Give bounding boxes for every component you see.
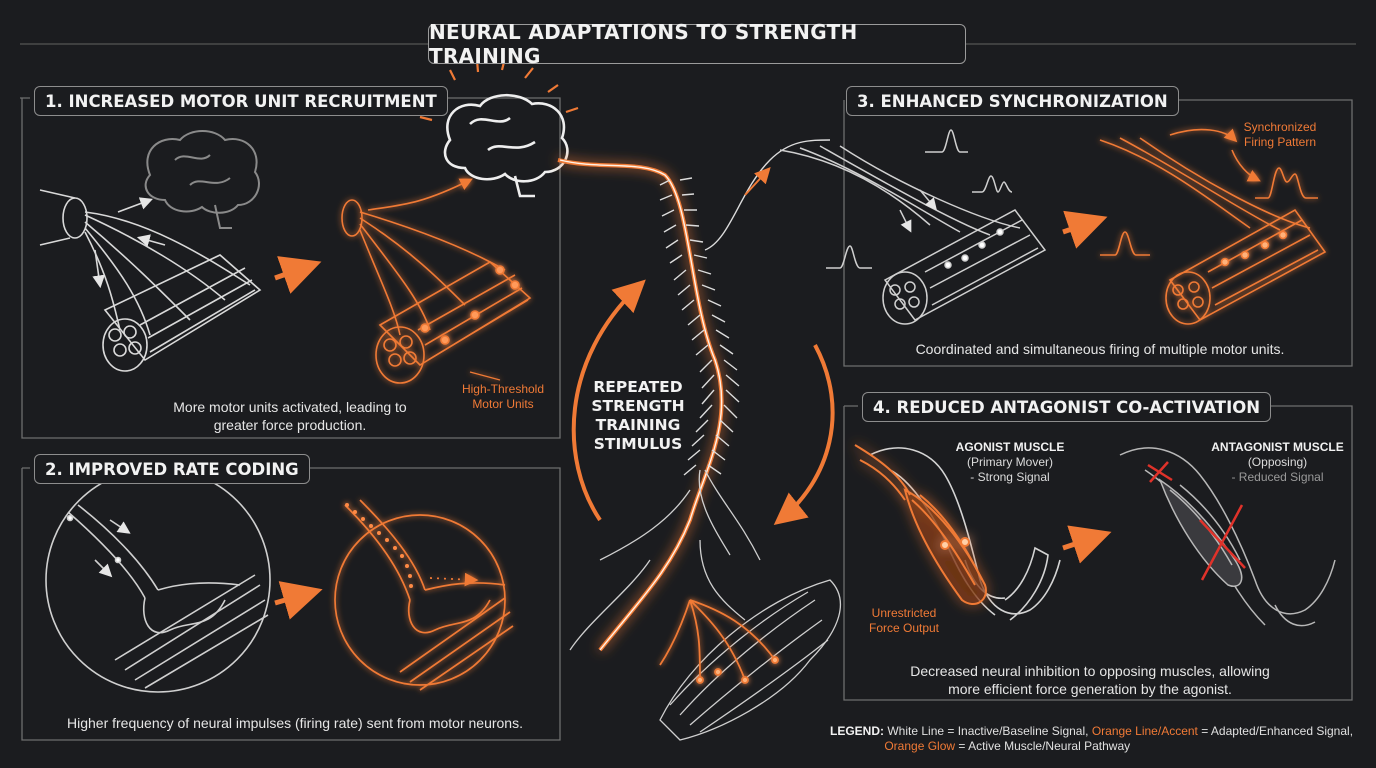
brain-icon xyxy=(144,130,260,229)
spinal-cord-icon xyxy=(557,158,761,652)
panel-2-caption: Higher frequency of neural impulses (fir… xyxy=(67,715,523,731)
panel-2-title: 2. IMPROVED RATE CODING xyxy=(34,454,310,484)
inhibition-x-icon xyxy=(1147,461,1246,581)
signal-path xyxy=(659,599,779,684)
activated-fiber-icon xyxy=(341,178,532,384)
brain-icon xyxy=(443,93,569,198)
arm-muscle-icon xyxy=(1119,447,1336,627)
force-output-label: Unrestricted Force Output xyxy=(868,606,940,635)
panel-1-caption: More motor units activated, leading to g… xyxy=(173,399,407,433)
legend: LEGEND: White Line = Inactive/Baseline S… xyxy=(830,724,1354,753)
panel-frames xyxy=(20,43,1356,741)
arrow-icon xyxy=(1062,525,1112,564)
agonist-label: AGONIST MUSCLE (Primary Mover) - Strong … xyxy=(955,440,1065,484)
agonist-muscle-glow xyxy=(854,444,987,605)
arrow-icon xyxy=(274,581,323,620)
panel-4-frame xyxy=(843,405,1353,701)
muscle-fiber-icon xyxy=(39,189,262,372)
cycle-arrow-icon xyxy=(571,279,646,522)
high-threshold-label: High-Threshold Motor Units xyxy=(461,382,545,411)
neuron-icon xyxy=(334,499,514,691)
firing-wave-icon xyxy=(826,129,1013,269)
cycle-arrow-icon xyxy=(773,344,835,526)
panel-3-title: 3. ENHANCED SYNCHRONIZATION xyxy=(846,86,1179,116)
muscle-fiber-icon xyxy=(659,579,842,741)
panel-1-frame xyxy=(20,97,561,439)
panel-2-frame xyxy=(21,467,561,741)
center-stimulus-label: REPEATED STRENGTH TRAINING STIMULUS xyxy=(591,378,685,453)
arrow-icon xyxy=(274,256,322,294)
panel-3-caption: Coordinated and simultaneous firing of m… xyxy=(915,341,1285,357)
page-title: NEURAL ADAPTATIONS TO STRENGTH TRAINING xyxy=(428,20,966,68)
activated-fiber-icon xyxy=(1099,128,1327,325)
muscle-fiber-icon xyxy=(779,145,1047,325)
arrow-icon xyxy=(1062,210,1108,249)
panel-3-frame xyxy=(843,99,1353,367)
antagonist-label: ANTAGONIST MUSCLE (Opposing) - Reduced S… xyxy=(1211,440,1344,484)
synchronized-label: Synchronized Firing Pattern xyxy=(1243,120,1317,149)
neuron-icon xyxy=(45,467,271,693)
panel-4-caption: Decreased neural inhibition to opposing … xyxy=(910,663,1270,697)
nerve-branch xyxy=(704,139,831,251)
panel-1-title: 1. INCREASED MOTOR UNIT RECRUITMENT xyxy=(34,86,448,116)
panel-4-title: 4. REDUCED ANTAGONIST CO-ACTIVATION xyxy=(862,392,1272,422)
firing-dots xyxy=(345,503,413,588)
